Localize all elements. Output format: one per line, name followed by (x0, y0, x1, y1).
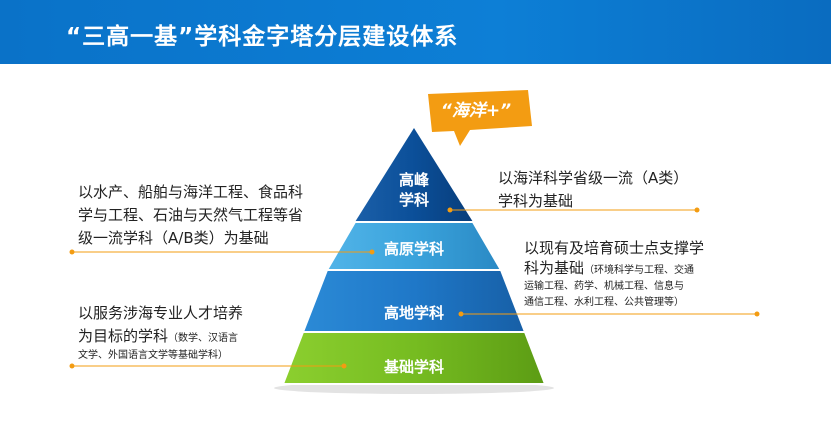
connector-dot (369, 249, 375, 255)
connector-dot (458, 311, 464, 317)
tier-label-peak-line1: 高峰 (398, 171, 429, 189)
desc-line: 学科为基础 (498, 192, 574, 210)
tier-base-shape (281, 331, 547, 385)
desc-text: 为目标的学科 (78, 327, 169, 345)
desc-right-top: 以海洋科学省级一流（A类） 学科为基础 (498, 167, 688, 213)
desc-left-top: 以水产、船舶与海洋工程、食品科 学与工程、石油与天然气工程等省 级一流学科（A/… (78, 181, 303, 250)
connector-dot (754, 311, 760, 317)
tier-label-base: 基础学科 (383, 358, 444, 376)
tier-label-highland: 高地学科 (383, 304, 444, 322)
desc-line-small: 通信工程、水利工程、公共管理等） (524, 297, 684, 308)
desc-line: 以现有及培育硕士点支撑学 (524, 239, 705, 257)
desc-line: 为目标的学科（数学、汉语言 (78, 325, 243, 348)
desc-line: 级一流学科（A/B类）为基础 (78, 229, 269, 247)
tier-label-plateau: 高原学科 (383, 240, 444, 258)
desc-left-bottom: 以服务涉海专业人才培养 为目标的学科（数学、汉语言 文学、外国语言文学等基础学科… (78, 302, 243, 364)
desc-text-small: （数学、汉语言 (168, 333, 239, 344)
connector-dot (447, 207, 453, 213)
haiyang-plus-badge: “海洋+” (440, 101, 512, 121)
badge-bubble (428, 90, 532, 146)
tier-label-peak-line2: 学科 (398, 191, 429, 209)
connector-dot (341, 363, 347, 369)
desc-line-small: 文学、外国语言文学等基础学科） (78, 350, 228, 361)
desc-text-small: （环境科学与工程、交通 (584, 265, 695, 276)
header-bar: “三高一基”学科金字塔分层建设体系 (0, 0, 831, 64)
desc-line: 学与工程、石油与天然气工程等省 (78, 206, 304, 224)
desc-line: 以服务涉海专业人才培养 (78, 304, 244, 322)
tier-top-shape (355, 128, 473, 222)
desc-line-small: 运输工程、药学、机械工程、信息与 (524, 281, 684, 292)
desc-right-bottom: 以现有及培育硕士点支撑学 科为基础（环境科学与工程、交通 运输工程、药学、机械工… (524, 238, 704, 311)
desc-line: 科为基础（环境科学与工程、交通 (524, 258, 704, 279)
page-title: “三高一基”学科金字塔分层建设体系 (66, 24, 459, 50)
desc-text: 科为基础 (524, 259, 585, 277)
desc-line: 以海洋科学省级一流（A类） (498, 169, 689, 187)
desc-line: 以水产、船舶与海洋工程、食品科 (78, 183, 304, 201)
connector-dot (694, 207, 700, 213)
tier-label-peak: 高峰 学科 (384, 170, 444, 210)
connector-dot (69, 249, 75, 255)
connector-dot (69, 363, 75, 369)
